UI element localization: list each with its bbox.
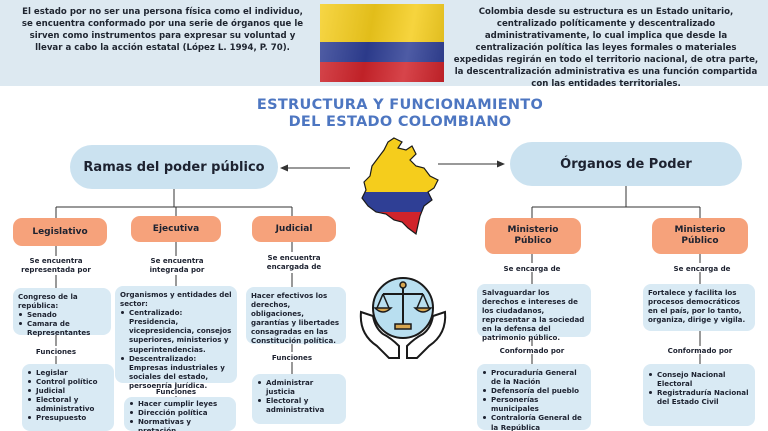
ministerio1-box-text: Salvaguardar los derechos e intereses de… bbox=[482, 288, 585, 343]
list-item: Defensoría del pueblo bbox=[482, 386, 586, 395]
intro-right-text: Colombia desde su estructura es un Estad… bbox=[453, 7, 759, 89]
list-item: Judicial bbox=[27, 386, 109, 395]
legislativo-funciones-box: Legislar Control político Judicial Elect… bbox=[22, 364, 114, 431]
ministerio1-conformado-label: Conformado por bbox=[499, 346, 565, 355]
page-title-line1: ESTRUCTURA Y FUNCIONAMIENTO bbox=[256, 97, 544, 113]
legislativo-box: Congreso de la república: Senado Camara … bbox=[13, 288, 111, 337]
legislativo-funciones-label: Funciones bbox=[35, 347, 77, 356]
list-item: Consejo Nacional Electoral bbox=[648, 370, 750, 388]
list-item: Control político bbox=[27, 377, 109, 386]
ministerio2-box-text: Fortalece y facilita los procesos democr… bbox=[648, 288, 746, 325]
ejecutiva-box: Organismos y entidades del sector: Centr… bbox=[115, 286, 237, 390]
intro-left-text: El estado por no ser una persona física … bbox=[21, 7, 304, 53]
list-item: Normativas y pretación bbox=[129, 417, 231, 431]
branch-judicial: Judicial bbox=[252, 216, 336, 242]
ministerio2-conformado-box: Consejo Nacional Electoral Registraduría… bbox=[643, 364, 755, 426]
colombia-map-icon bbox=[361, 137, 439, 236]
organos-heading: Órganos de Poder bbox=[510, 142, 742, 186]
ejecutiva-box-title: Organismos y entidades del sector: bbox=[120, 290, 232, 309]
list-item: Camara de Representantes bbox=[18, 319, 106, 337]
ramas-heading: Ramas del poder público bbox=[70, 145, 278, 189]
ministerio1-connector: Se encarga de bbox=[503, 264, 561, 273]
list-item: Electoral y administrativa bbox=[257, 396, 341, 414]
judicial-box: Hacer efectivos los derechos, obligacion… bbox=[246, 287, 346, 346]
justice-scale-icon bbox=[359, 277, 447, 359]
list-item: Administrar justicia bbox=[257, 378, 341, 396]
list-item: Presupuesto bbox=[27, 413, 109, 422]
judicial-connector: Se encuentra encargada de bbox=[266, 253, 322, 271]
list-item: Contraloría General de la República bbox=[482, 413, 586, 431]
judicial-funciones-label: Funciones bbox=[271, 353, 313, 362]
judicial-funciones-box: Administrar justicia Electoral y adminis… bbox=[252, 374, 346, 424]
branch-ministerio-publico-2: Ministerio Público bbox=[652, 218, 748, 254]
legislativo-box-title: Congreso de la república: bbox=[18, 292, 78, 311]
branch-ministerio-publico-1: Ministerio Público bbox=[485, 218, 581, 254]
ministerio2-box: Fortalece y facilita los procesos democr… bbox=[643, 284, 755, 331]
list-item: Procuraduría General de la Nación bbox=[482, 368, 586, 386]
judicial-box-text: Hacer efectivos los derechos, obligacion… bbox=[251, 291, 340, 346]
ministerio2-connector: Se encarga de bbox=[673, 264, 731, 273]
list-item: Hacer cumplir leyes bbox=[129, 399, 231, 408]
ejecutiva-funciones-box: Hacer cumplir leyes Dirección política N… bbox=[124, 397, 236, 431]
ministerio1-box: Salvaguardar los derechos e intereses de… bbox=[477, 284, 591, 342]
list-item: Registraduría Nacional del Estado Civil bbox=[648, 388, 750, 406]
page-title-line2: DEL ESTADO COLOMBIANO bbox=[288, 114, 512, 130]
list-item: Centralizado: Presidencia, vicepresidenc… bbox=[120, 308, 232, 354]
branch-legislativo: Legislativo bbox=[13, 218, 107, 246]
branch-ejecutiva: Ejecutiva bbox=[131, 216, 221, 242]
list-item: Electoral y administrativo bbox=[27, 395, 109, 413]
ejecutiva-funciones-label: Funciones bbox=[155, 387, 197, 396]
list-item: Dirección política bbox=[129, 408, 231, 417]
legislativo-connector: Se encuentra representada por bbox=[21, 256, 91, 274]
list-item: Descentralizado: Empresas industriales y… bbox=[120, 354, 232, 390]
list-item: Legislar bbox=[27, 368, 109, 377]
colombia-flag bbox=[320, 4, 444, 82]
ministerio1-conformado-box: Procuraduría General de la Nación Defens… bbox=[477, 364, 591, 431]
list-item: Senado bbox=[18, 310, 106, 319]
ejecutiva-connector: Se encuentra integrada por bbox=[149, 256, 205, 274]
list-item: Personerías municipales bbox=[482, 395, 586, 413]
ministerio2-conformado-label: Conformado por bbox=[667, 346, 733, 355]
